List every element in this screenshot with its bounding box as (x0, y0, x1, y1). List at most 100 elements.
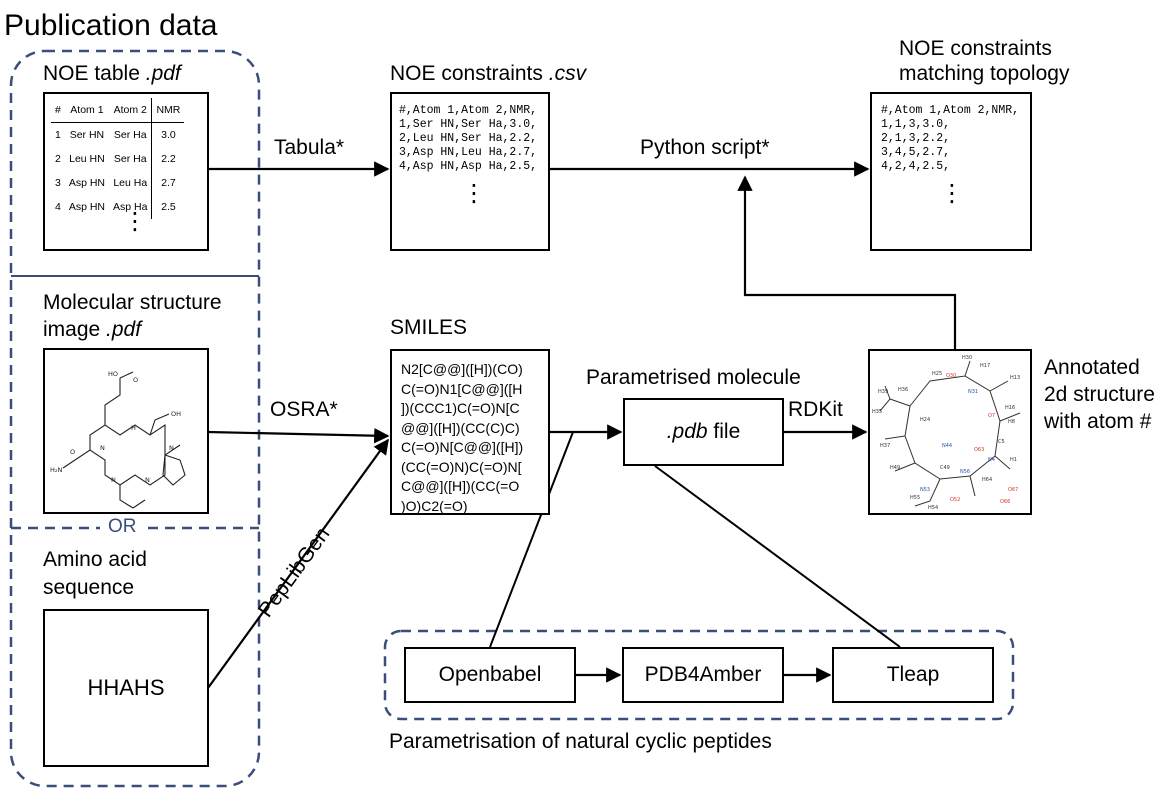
csv-constraints-text: #,Atom 1,Atom 2,NMR,1,Ser HN,Ser Ha,3.0,… (399, 104, 537, 174)
csv-line: #,Atom 1,Atom 2,NMR, (399, 104, 538, 117)
table-cell: Leu HN (69, 153, 105, 165)
tleap-text: Tleap (886, 663, 940, 686)
annotated-label-1: Annotated (1044, 356, 1140, 379)
table-row: 3 Asp HN Leu Ha 2.7 (51, 171, 185, 195)
svg-text:H1: H1 (1010, 457, 1017, 463)
noe-table-header-cell: NMR (151, 98, 185, 123)
csv-line: 1,1,3,3.0, (881, 118, 951, 131)
smiles-line: )O)C2(=O) (401, 497, 468, 514)
or-label: OR (108, 516, 137, 537)
tabula-label: Tabula* (274, 136, 345, 159)
noe-table-header-cell: Atom 1 (64, 98, 110, 123)
csv-line: 3,4,5,2.7, (881, 146, 951, 159)
amino-label-2: sequence (43, 576, 135, 599)
svg-text:H16: H16 (1005, 405, 1015, 411)
csv-line: 2,1,3,2.2, (881, 132, 951, 145)
svg-text:N: N (145, 476, 150, 484)
noe-constraints-label: NOE constraints .csv (390, 62, 586, 86)
table-cell: 2.5 (151, 195, 185, 219)
pdb4amber-box: PDB4Amber (622, 647, 784, 703)
smiles-to-openbabel-line (489, 431, 574, 648)
peplibgen-arrow (207, 438, 389, 689)
noe-table-label-text: NOE table (43, 62, 140, 85)
svg-text:N: N (111, 476, 116, 484)
annotated-label-3: with atom # (1044, 410, 1152, 433)
smiles-line: C(=O)N1[C@@]([H (401, 380, 523, 397)
svg-text:O30: O30 (946, 373, 956, 379)
svg-text:H₂N: H₂N (50, 466, 62, 474)
csv-line: 1,Ser HN,Ser Ha,3.0, (399, 118, 538, 131)
svg-text:O52: O52 (950, 497, 960, 503)
noe-table-header-row: # Atom 1 Atom 2 NMR (51, 98, 185, 123)
matching-ellipsis: ⋮ (940, 180, 964, 207)
parametrisation-region (383, 629, 1015, 721)
noe-constraints-label-text: NOE constraints (390, 62, 543, 85)
osra-arrow (207, 427, 390, 444)
sequence-text: HHAHS (87, 675, 165, 700)
table-cell: Ser Ha (113, 129, 147, 141)
smiles-box: N2[C@@]([H])(CO) C(=O)N1[C@@]([H ])(CCC1… (390, 349, 550, 515)
svg-text:N4: N4 (988, 457, 995, 463)
csv-line: #,Atom 1,Atom 2,NMR, (881, 104, 1020, 117)
table-cell: 3.0 (151, 122, 185, 147)
smiles-label: SMILES (390, 316, 468, 339)
svg-text:C5: C5 (998, 439, 1005, 445)
smiles-line: N2[C@@]([H])(CO) (401, 361, 523, 377)
mol-image-label-text: image (43, 318, 101, 341)
parametrisation-caption: Parametrisation of natural cyclic peptid… (389, 730, 772, 753)
openbabel-box: Openbabel (404, 647, 576, 703)
matching-topology-box: #,Atom 1,Atom 2,NMR,1,1,3,3.0,2,1,3,2.2,… (870, 92, 1032, 251)
smiles-line: @@]([H])(CC(C)C) (401, 419, 520, 436)
svg-text:OH: OH (171, 410, 181, 418)
pdb4amber-text: PDB4Amber (644, 663, 762, 686)
table-cell: 1 (55, 129, 61, 141)
table-cell: Ser HN (69, 129, 105, 141)
pdb-file-box: .pdb file (623, 398, 784, 466)
svg-text:H36: H36 (898, 387, 908, 393)
svg-text:N56: N56 (960, 469, 970, 475)
molecule-drawing: HO O OH H₂N O N H N N N (50, 370, 186, 509)
mol-image-label-1: Molecular structure (43, 291, 222, 314)
smiles-line: (CC(=O)N)C(=O)N[ (401, 458, 522, 475)
noe-table-label: NOE table .pdf (43, 62, 181, 86)
noe-constraints-box: #,Atom 1,Atom 2,NMR,1,Ser HN,Ser Ha,3.0,… (390, 92, 550, 251)
noe-constraints-label-ext: .csv (548, 62, 587, 85)
table-cell: Ser Ha (113, 153, 147, 165)
csv-line: 4,Asp HN,Asp Ha,2.5, (399, 160, 538, 173)
csv-line: 2,Leu HN,Ser Ha,2.2, (399, 132, 538, 145)
smiles-line: ])(CCC1)C(=O)N[C (401, 400, 520, 416)
svg-text:O: O (70, 448, 75, 456)
csv-ellipsis: ⋮ (462, 180, 486, 207)
svg-text:H55: H55 (910, 495, 920, 501)
csv-matching-text: #,Atom 1,Atom 2,NMR,1,1,3,3.0,2,1,3,2.2,… (881, 104, 1019, 174)
noe-table-header-cell: Atom 2 (109, 98, 152, 123)
pdb-to-tleap-line (654, 465, 901, 648)
smiles-line: C@@]([H])(CC(=O (401, 478, 520, 494)
svg-text:H: H (131, 424, 136, 432)
svg-text:N: N (169, 444, 174, 452)
svg-text:H17: H17 (980, 363, 990, 369)
svg-text:H13: H13 (1010, 375, 1020, 381)
table-cell: 2.7 (151, 171, 185, 195)
smiles-line: C(=O)N[C@@]([H]) (401, 439, 524, 455)
table-row: 2 Leu HN Ser Ha 2.2 (51, 147, 185, 171)
amino-label-1: Amino acid (43, 548, 147, 571)
svg-text:H25: H25 (932, 371, 942, 377)
svg-text:C49: C49 (940, 465, 950, 471)
table-ellipsis: ⋮ (123, 208, 147, 235)
noe-table-header-cell: # (51, 98, 65, 123)
svg-text:H39: H39 (878, 389, 888, 395)
pdb-file-text: file (707, 420, 741, 443)
svg-text:H8: H8 (1008, 419, 1015, 425)
svg-text:H24: H24 (920, 417, 930, 423)
svg-text:O66: O66 (1000, 499, 1010, 505)
table-cell: Leu Ha (113, 177, 148, 189)
pdb-ext-text: .pdb (666, 420, 708, 443)
table-row: 4 Asp HN Asp Ha 2.5 (51, 195, 185, 219)
svg-text:H37: H37 (880, 443, 890, 449)
publication-data-region (9, 49, 261, 788)
mol-image-label-2: image .pdf (43, 318, 141, 342)
csv-line: 3,Asp HN,Leu Ha,2.7, (399, 146, 538, 159)
noe-table: # Atom 1 Atom 2 NMR 1 Ser HN Ser Ha 3.0 … (51, 98, 185, 219)
